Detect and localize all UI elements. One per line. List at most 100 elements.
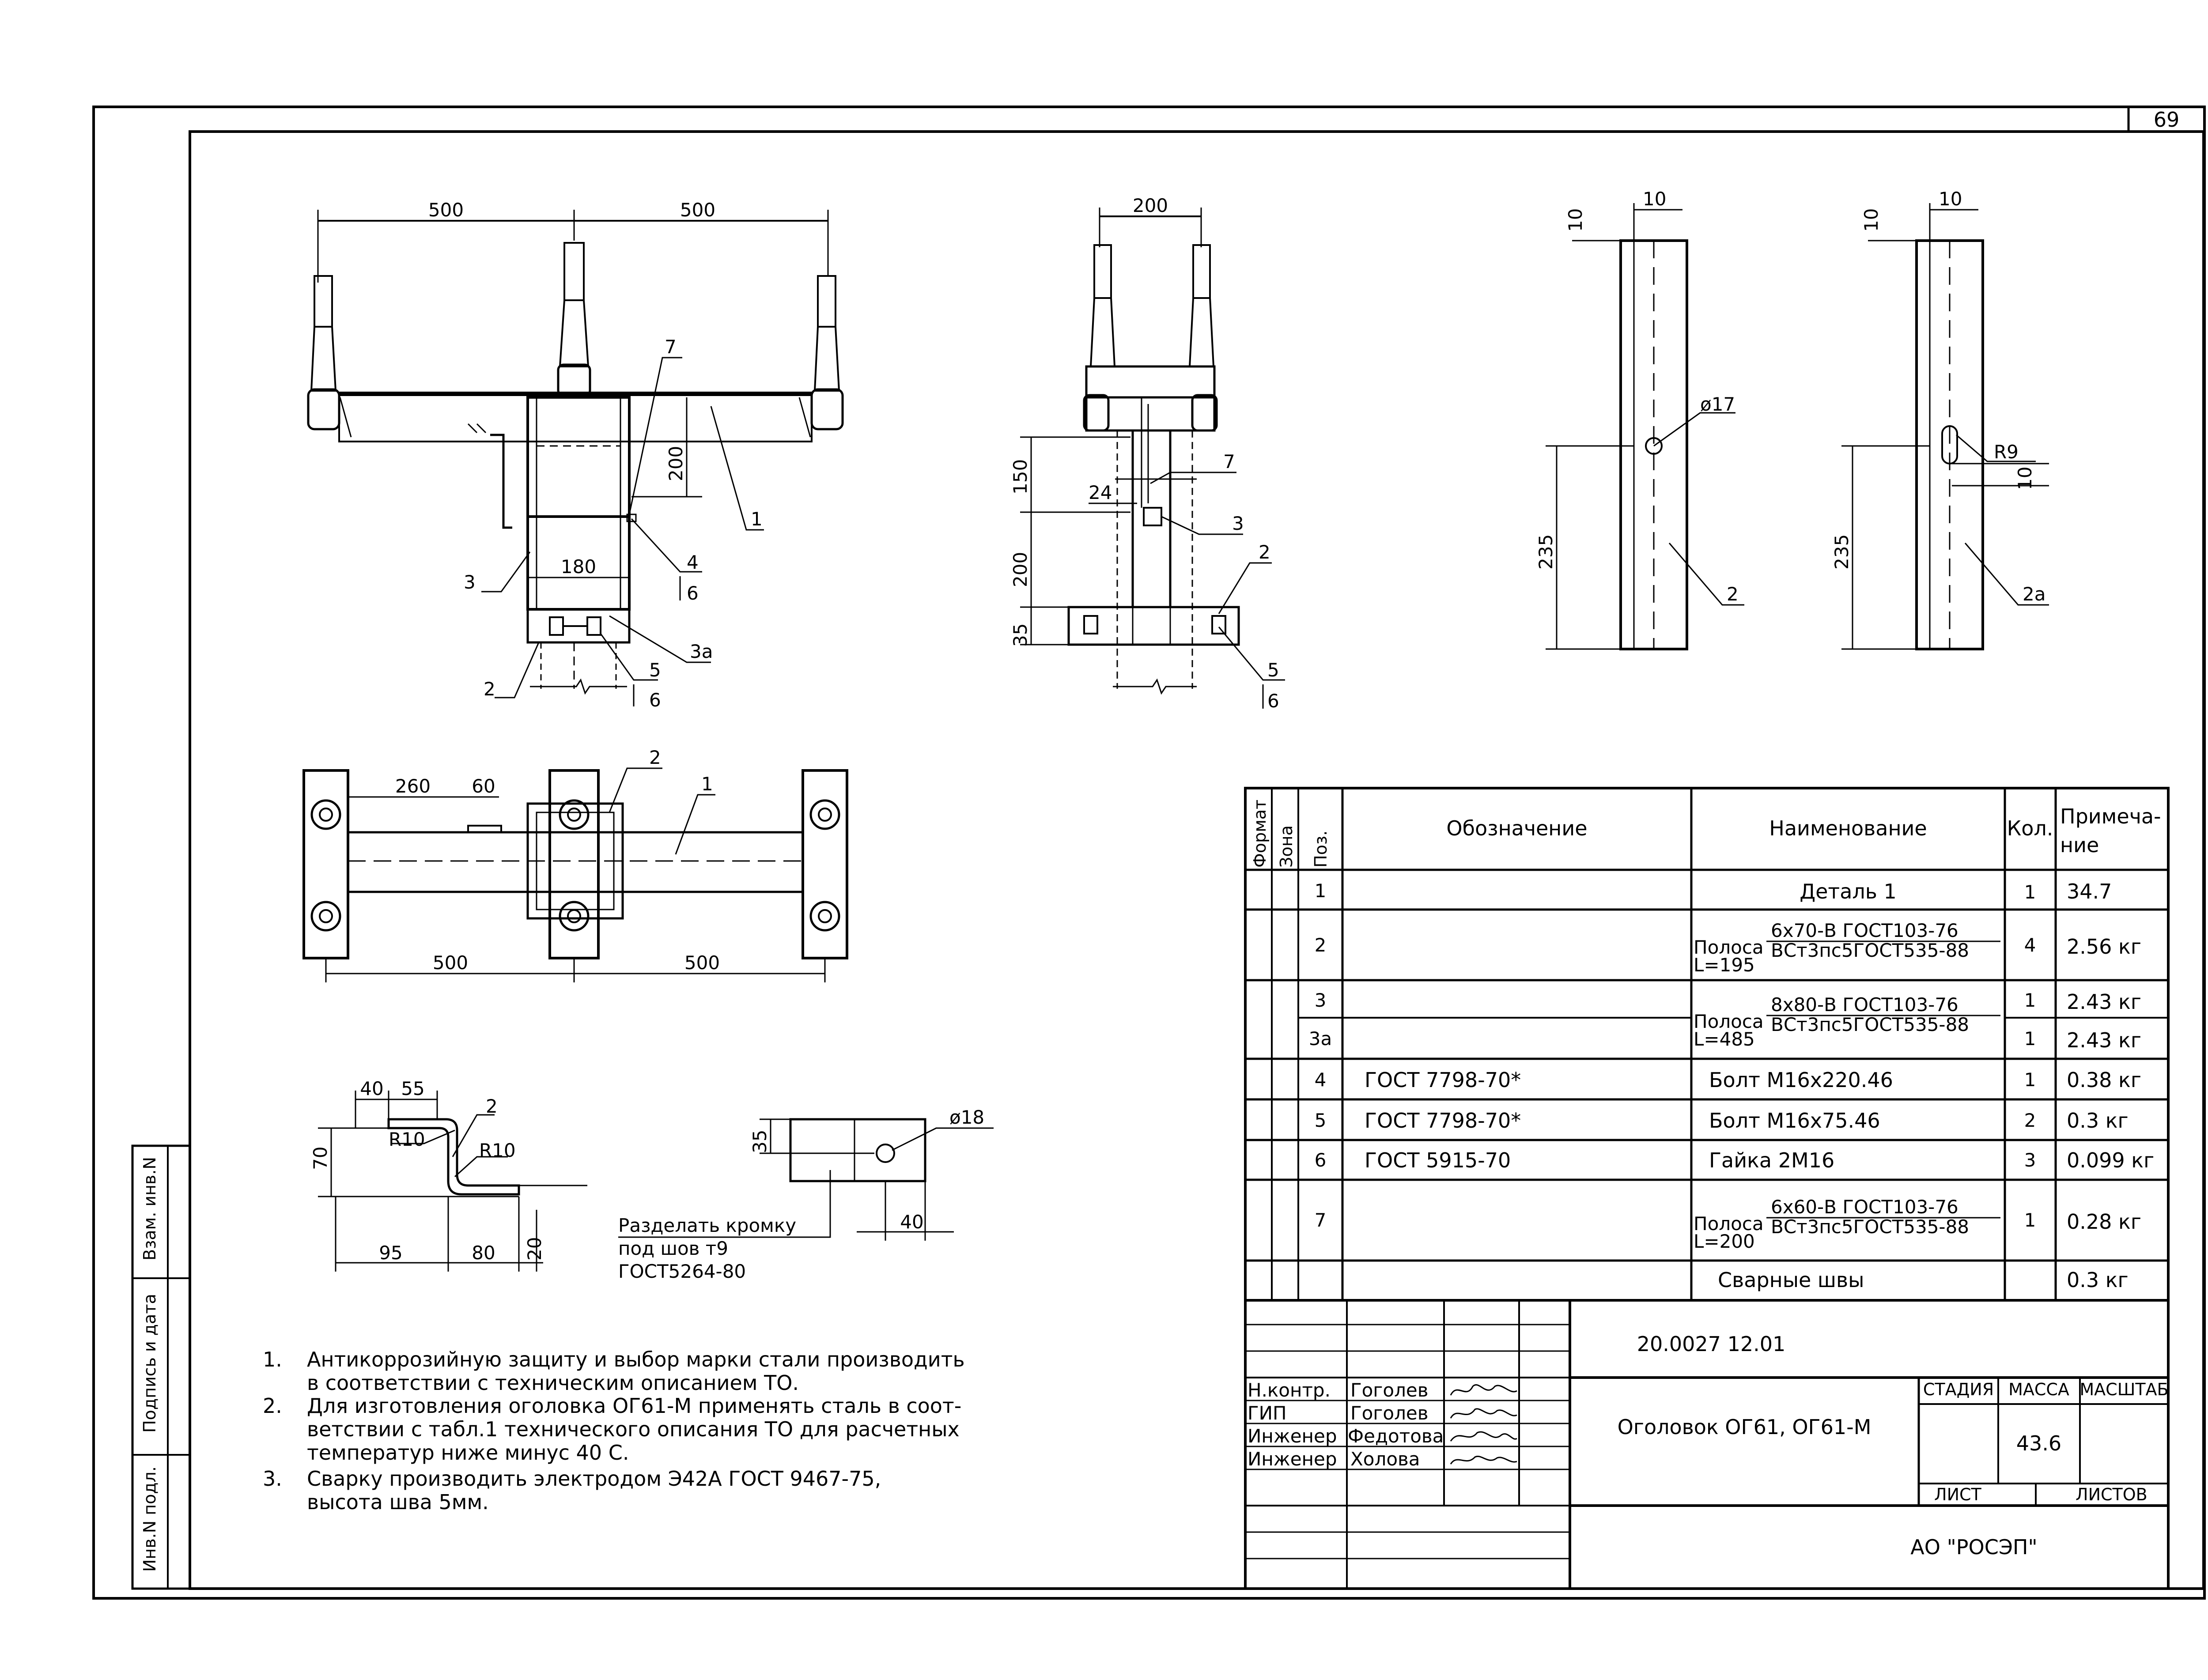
- bend-dim-80: 80: [472, 1242, 495, 1264]
- row3-name-len: L=485: [1694, 1028, 1755, 1050]
- spec-table: Формат Зона Поз. Обозначение Наименовани…: [1244, 787, 2170, 1302]
- scale-label: МАСШТАБ: [2079, 1380, 2168, 1399]
- part2-hole: ø17: [1700, 393, 1735, 415]
- front-leader-6b: 6: [649, 689, 661, 711]
- signer2-name: Гоголев: [1350, 1402, 1429, 1424]
- insulator-middle-cap: [563, 242, 585, 301]
- front-dim-200: 200: [665, 446, 687, 481]
- front-leader-1: 1: [751, 508, 763, 530]
- insulator-right-cap: [817, 275, 836, 328]
- note-2-line3: температур ниже минус 40 С.: [307, 1441, 629, 1465]
- general-notes: 1. Антикоррозийную защиту и выбор марки …: [263, 1348, 965, 1514]
- plan-dim-500-right: 500: [684, 952, 720, 974]
- note-3-num: 3.: [263, 1467, 282, 1491]
- sheets-label: ЛИСТОВ: [2076, 1485, 2148, 1504]
- bend-dim-70: 70: [310, 1147, 331, 1170]
- bend-dim-95: 95: [379, 1242, 402, 1264]
- side-leader-6: 6: [1267, 690, 1279, 712]
- signature-1: [1450, 1384, 1517, 1396]
- note-2-line1: Для изготовления оголовка ОГ61-М применя…: [307, 1394, 961, 1418]
- insulator-left-cap: [314, 275, 333, 328]
- plan-leader-1: 1: [701, 773, 713, 795]
- note-1-line1: Антикоррозийную защиту и выбор марки ста…: [307, 1348, 965, 1371]
- row8-prim: 0.3 кг: [2067, 1268, 2129, 1292]
- page-number-box: [2127, 106, 2206, 133]
- doc-number: 20.0027 12.01: [1637, 1332, 1786, 1356]
- signer3-name: Федотова: [1348, 1425, 1444, 1447]
- row3-name-bot: ВСт3пс5ГОСТ535-88: [1771, 1014, 1969, 1035]
- side-dim-24: 24: [1089, 482, 1112, 503]
- part2-dim-235: 235: [1535, 534, 1557, 570]
- col-zone: Зона: [1277, 825, 1296, 868]
- note-3-line2: высота шва 5мм.: [307, 1490, 489, 1514]
- row1-kol: 1: [2024, 881, 2036, 903]
- part2a-dim-10-left: 10: [1860, 208, 1882, 232]
- front-dim-500-right: 500: [680, 199, 715, 221]
- row3-name-top: 8х80-В ГОСТ103-76: [1771, 994, 1958, 1016]
- row6-name: Гайка 2М16: [1709, 1148, 1834, 1172]
- plan-leader-2: 2: [649, 747, 661, 768]
- side-dim-150: 150: [1009, 459, 1031, 495]
- part2-label: 2: [1727, 583, 1739, 605]
- signer2-role: ГИП: [1248, 1402, 1287, 1424]
- part2a-slot: R9: [1994, 441, 2019, 463]
- row5-name: Болт М16х75.46: [1709, 1109, 1880, 1133]
- row6-oboz: ГОСТ 5915-70: [1365, 1148, 1511, 1172]
- row4-poz: 4: [1315, 1069, 1327, 1091]
- row2-name-bot: ВСт3пс5ГОСТ535-88: [1771, 940, 1969, 961]
- front-leader-3a: 3а: [690, 641, 713, 662]
- col-note-2: ние: [2060, 833, 2099, 857]
- side-leader-7: 7: [1223, 451, 1235, 472]
- insulator-middle-nut: [557, 363, 591, 397]
- side-view: 200 150 200 35 24: [1009, 195, 1285, 712]
- page-number: 69: [2154, 108, 2180, 132]
- signature-3: [1450, 1431, 1517, 1442]
- row3-prim: 2.43 кг: [2067, 990, 2141, 1014]
- bend-label: 2: [486, 1095, 498, 1117]
- note-3-line1: Сварку производить электродом Э42А ГОСТ …: [307, 1467, 881, 1491]
- stamp-replace-inv: Взам. инв.N: [140, 1157, 159, 1261]
- front-view: 500 500: [307, 199, 844, 711]
- front-dim-500-left: 500: [428, 199, 464, 221]
- cross-beam: [338, 394, 813, 442]
- row2-name-pre: Полоса: [1694, 936, 1764, 958]
- bend-dim-40: 40: [360, 1078, 383, 1099]
- drawing-title: Оголовок ОГ61, ОГ61-М: [1618, 1415, 1872, 1439]
- row5-kol: 2: [2024, 1110, 2036, 1131]
- bent-part-view: 70 40 55 R10 R10 2 95 80 20: [310, 1078, 587, 1272]
- signature-4: [1450, 1455, 1517, 1465]
- row7-name-bot: ВСт3пс5ГОСТ535-88: [1771, 1216, 1969, 1238]
- row7-poz: 7: [1315, 1209, 1327, 1231]
- row3-name-pre: Полоса: [1694, 1011, 1764, 1032]
- stamp-original-inv: Инв.N подл.: [140, 1466, 159, 1572]
- front-leader-4: 4: [687, 551, 699, 573]
- front-leader-6: 6: [687, 582, 699, 604]
- plate-note-line1: Разделать кромку: [618, 1215, 796, 1236]
- front-leader-3: 3: [464, 571, 476, 593]
- bend-r10-bottom: R10: [479, 1140, 516, 1161]
- side-leader-2: 2: [1259, 541, 1270, 563]
- insulator-left-nut: [307, 388, 340, 430]
- sheet-label: ЛИСТ: [1934, 1485, 1982, 1504]
- inner-frame: [189, 130, 2205, 1590]
- row8-name: Сварные швы: [1718, 1268, 1864, 1292]
- title-block: Н.контр. Гоголев ГИП Гоголев Инженер Фед…: [1244, 1299, 2170, 1590]
- row5-poz: 5: [1315, 1110, 1327, 1131]
- row3a-kol: 1: [2024, 1028, 2036, 1050]
- row1-poz: 1: [1315, 880, 1327, 902]
- part2a-dim-235: 235: [1831, 534, 1853, 570]
- row3a-prim: 2.43 кг: [2067, 1028, 2141, 1052]
- row2-name-len: L=195: [1694, 954, 1755, 976]
- mass-label: МАССА: [2008, 1380, 2069, 1399]
- row5-prim: 0.3 кг: [2067, 1109, 2129, 1133]
- note-1-num: 1.: [263, 1348, 282, 1371]
- side-stamp: Взам. инв.N Подпись и дата Инв.N подл.: [131, 1144, 191, 1590]
- bend-dim-20: 20: [524, 1237, 545, 1261]
- plate-hole: ø18: [949, 1106, 984, 1128]
- note-1-line2: в соответствии с техническим описанием Т…: [307, 1371, 799, 1395]
- front-leader-2: 2: [484, 678, 495, 700]
- row3-poz: 3: [1315, 989, 1327, 1011]
- col-name: Наименование: [1769, 816, 1927, 840]
